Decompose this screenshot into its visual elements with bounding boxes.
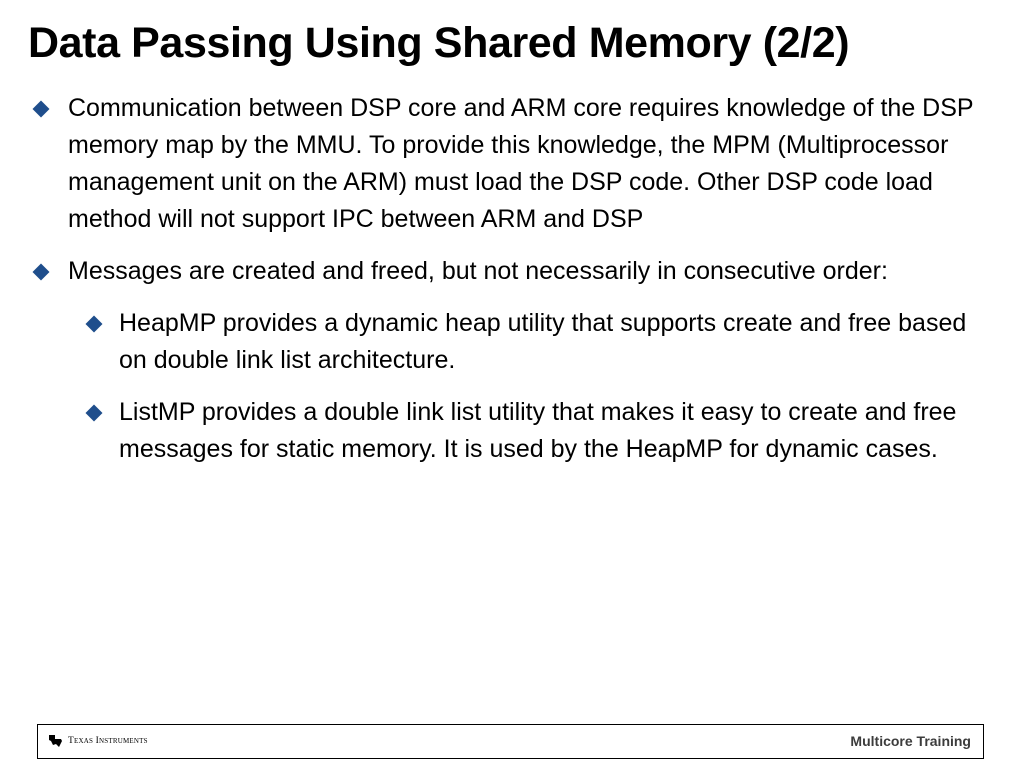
diamond-bullet-icon bbox=[85, 315, 103, 333]
bullet-text: Communication between DSP core and ARM c… bbox=[68, 94, 974, 233]
diamond-bullet-icon bbox=[85, 404, 103, 422]
logo-text: Texas Instruments bbox=[68, 736, 148, 746]
bullet-item: Communication between DSP core and ARM c… bbox=[32, 90, 1003, 238]
sub-bullet-item: HeapMP provides a dynamic heap utility t… bbox=[85, 305, 999, 379]
texas-instruments-logo: Texas Instruments bbox=[48, 734, 148, 748]
bullet-item: Messages are created and freed, but not … bbox=[32, 253, 1003, 290]
texas-state-icon bbox=[49, 735, 62, 747]
slide-footer: Texas Instruments Multicore Training bbox=[37, 724, 984, 759]
footer-label: Multicore Training bbox=[850, 733, 971, 749]
diamond-bullet-icon bbox=[32, 263, 50, 281]
slide-title: Data Passing Using Shared Memory (2/2) bbox=[28, 19, 850, 67]
bullet-text: Messages are created and freed, but not … bbox=[68, 257, 888, 285]
sub-bullet-item: ListMP provides a double link list utili… bbox=[85, 394, 999, 468]
bullet-text: ListMP provides a double link list utili… bbox=[119, 398, 957, 463]
diamond-bullet-icon bbox=[32, 100, 50, 118]
bullet-text: HeapMP provides a dynamic heap utility t… bbox=[119, 309, 967, 374]
bullet-list: Communication between DSP core and ARM c… bbox=[0, 90, 1024, 468]
